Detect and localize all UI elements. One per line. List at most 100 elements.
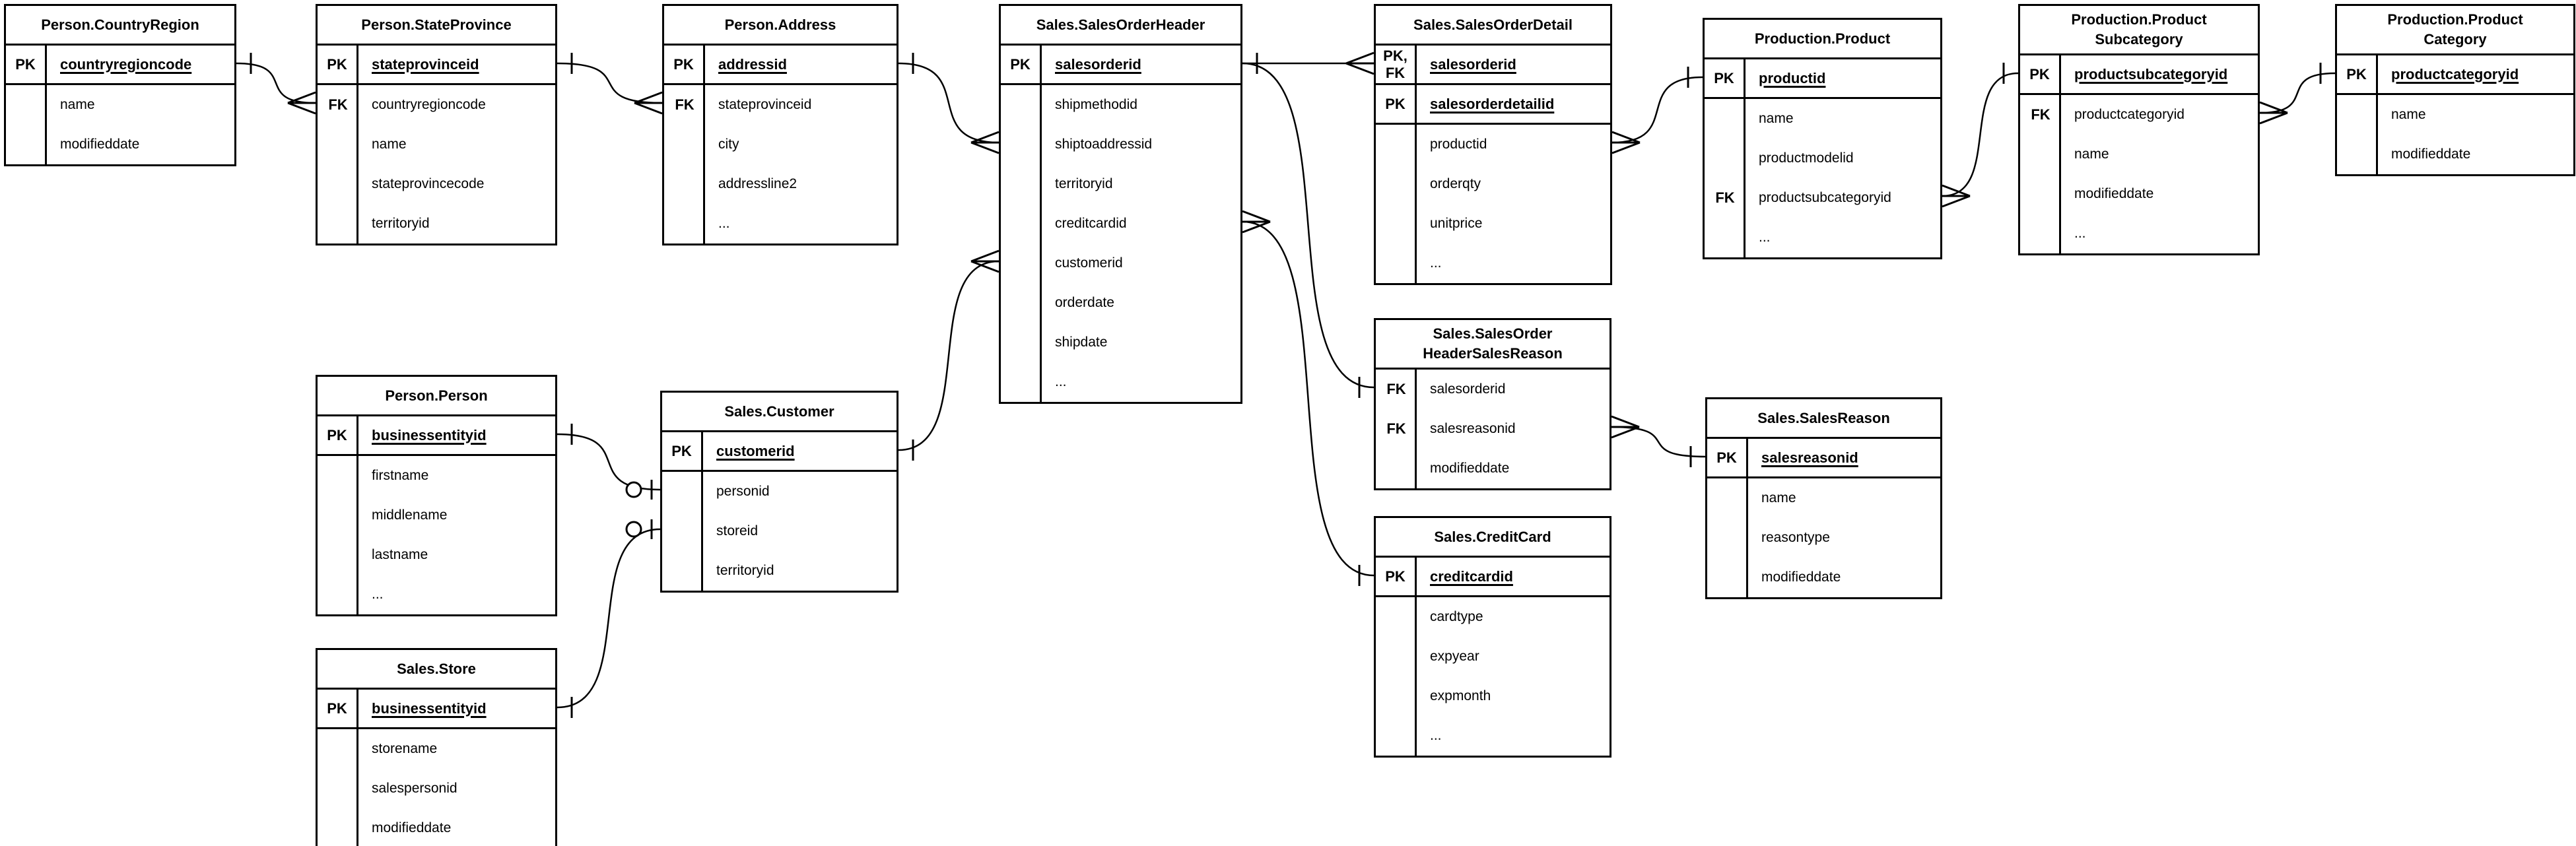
relationship-edge-salesorderheader-creditcard[interactable]	[1242, 220, 1374, 577]
entity-store[interactable]: Sales.Store PK businessentityid storenam…	[316, 648, 557, 846]
table-row: ...	[2020, 214, 2258, 253]
column-name: territoryid	[372, 216, 430, 231]
key-tag-cell: PK	[664, 46, 705, 83]
key-tag-cell: PK	[318, 46, 358, 83]
relationship-edge-address-salesorderheader[interactable]	[898, 62, 1000, 144]
entity-salesorderdetail[interactable]: Sales.SalesOrderDetail PK, FK salesorder…	[1374, 4, 1612, 285]
table-row: orderqty	[1376, 164, 1610, 204]
column-name: salesorderdetailid	[1430, 95, 1555, 112]
entity-title: Production.Product Category	[2337, 6, 2573, 55]
column-name: salespersonid	[372, 781, 458, 796]
table-row: ...	[1001, 362, 1240, 402]
entity-key-rows: PK salesreasonid	[1707, 439, 1940, 478]
column-name: creditcardid	[1055, 216, 1127, 231]
column-name: modifieddate	[1430, 461, 1510, 476]
entity-field-rows: name modifieddate	[6, 85, 234, 164]
column-name: salesorderid	[1430, 381, 1506, 397]
key-column-divider	[1415, 597, 1417, 756]
key-tag-cell	[318, 575, 358, 614]
column-name: territoryid	[1055, 176, 1113, 191]
relationship-edge-stateprovince-address[interactable]	[557, 62, 663, 104]
entity-title: Sales.SalesReason	[1707, 399, 1940, 439]
key-tag-cell	[318, 456, 358, 496]
table-row: PK countryregioncode	[6, 46, 234, 85]
column-name: modifieddate	[2391, 146, 2471, 162]
table-row: lastname	[318, 535, 555, 575]
column-name: ...	[718, 216, 730, 231]
entity-productsubcategory[interactable]: Production.Product Subcategory PK produc…	[2018, 4, 2260, 255]
key-tag-cell: PK	[662, 432, 703, 470]
entity-key-rows: PK businessentityid	[318, 416, 555, 456]
entity-salesreason[interactable]: Sales.SalesReason PK salesreasonid name …	[1705, 397, 1942, 599]
key-tag-cell	[1705, 218, 1746, 257]
entity-address[interactable]: Person.Address PK addressid FK stateprov…	[662, 4, 898, 245]
entity-salesorderheader[interactable]: Sales.SalesOrderHeader PK salesorderid s…	[999, 4, 1242, 404]
column-name: orderqty	[1430, 176, 1481, 191]
table-row: firstname	[318, 456, 555, 496]
table-row: ...	[1705, 218, 1940, 257]
key-tag-cell	[1376, 449, 1417, 488]
entity-product[interactable]: Production.Product PK productid name pro…	[1703, 18, 1942, 259]
table-row: PK stateprovinceid	[318, 46, 555, 85]
key-column-divider	[1746, 478, 1748, 597]
column-name: businessentityid	[372, 700, 487, 717]
entity-customer[interactable]: Sales.Customer PK customerid personid st…	[660, 391, 898, 593]
key-tag-cell: PK	[1001, 46, 1042, 83]
column-name: ...	[1759, 230, 1771, 245]
key-tag-cell	[318, 496, 358, 535]
column-name: salesreasonid	[1430, 421, 1516, 436]
column-name: customerid	[1055, 255, 1123, 271]
table-row: expyear	[1376, 637, 1610, 676]
entity-field-rows: FK salesorderid FK salesreasonid modifie…	[1376, 370, 1610, 488]
column-name: modifieddate	[1761, 569, 1841, 585]
key-tag-cell: PK	[318, 690, 358, 727]
entity-productcategory[interactable]: Production.Product Category PK productca…	[2335, 4, 2575, 176]
key-column-divider	[2376, 95, 2378, 174]
table-row: FK productsubcategoryid	[1705, 178, 1940, 218]
column-name: modifieddate	[2074, 186, 2154, 201]
table-row: creditcardid	[1001, 204, 1240, 244]
table-row: name	[1705, 99, 1940, 139]
relationship-edge-customer-salesorderheader[interactable]	[898, 260, 1000, 451]
table-row: territoryid	[662, 551, 897, 591]
entity-person[interactable]: Person.Person PK businessentityid firstn…	[316, 375, 557, 616]
column-name: expmonth	[1430, 688, 1491, 703]
relationship-edge-salesorderdetail-product[interactable]	[1611, 76, 1703, 144]
entity-salesorderheadersalesreason[interactable]: Sales.SalesOrder HeaderSalesReason FK sa…	[1374, 318, 1611, 490]
relationship-edge-store-customer[interactable]	[557, 528, 661, 709]
key-column-divider	[356, 456, 358, 614]
key-tag-cell	[1376, 597, 1417, 637]
column-name: name	[2074, 146, 2109, 162]
column-name: shiptoaddressid	[1055, 137, 1153, 152]
table-row: ...	[664, 204, 897, 244]
key-column-divider	[356, 729, 358, 846]
key-tag-cell: FK	[675, 96, 695, 113]
relationship-edge-product-productsubcategory[interactable]	[1942, 72, 2019, 197]
relationship-edge-salesorderheader-salesorderheadersalesreason[interactable]	[1242, 62, 1374, 389]
key-tag-cell	[6, 125, 47, 164]
cardinality-many-marker	[2259, 101, 2288, 125]
entity-stateprovince[interactable]: Person.StateProvince PK stateprovinceid …	[316, 4, 557, 245]
entity-countryregion[interactable]: Person.CountryRegion PK countryregioncod…	[4, 4, 236, 166]
table-row: shipmethodid	[1001, 85, 1240, 125]
table-row: PK salesreasonid	[1707, 439, 1940, 478]
table-row: ...	[318, 575, 555, 614]
table-row: cardtype	[1376, 597, 1610, 637]
entity-key-rows: PK businessentityid	[318, 690, 555, 729]
column-name: storeid	[716, 523, 759, 538]
key-tag-cell	[1001, 164, 1042, 204]
key-tag-cell	[664, 125, 705, 164]
table-row: name	[318, 125, 555, 164]
entity-key-rows: PK countryregioncode	[6, 46, 234, 85]
relationship-edge-productsubcategory-productcategory[interactable]	[2259, 72, 2336, 114]
table-row: middlename	[318, 496, 555, 535]
table-row: modifieddate	[2020, 174, 2258, 214]
key-tag-cell	[318, 204, 358, 244]
table-row: reasontype	[1707, 518, 1940, 558]
relationship-edge-countryregion-stateprovince[interactable]	[236, 62, 316, 104]
entity-creditcard[interactable]: Sales.CreditCard PK creditcardid cardtyp…	[1374, 516, 1611, 758]
column-name: businessentityid	[372, 426, 487, 443]
entity-title: Person.Person	[318, 377, 555, 416]
entity-title: Person.StateProvince	[318, 6, 555, 46]
column-name: ...	[1055, 374, 1067, 389]
